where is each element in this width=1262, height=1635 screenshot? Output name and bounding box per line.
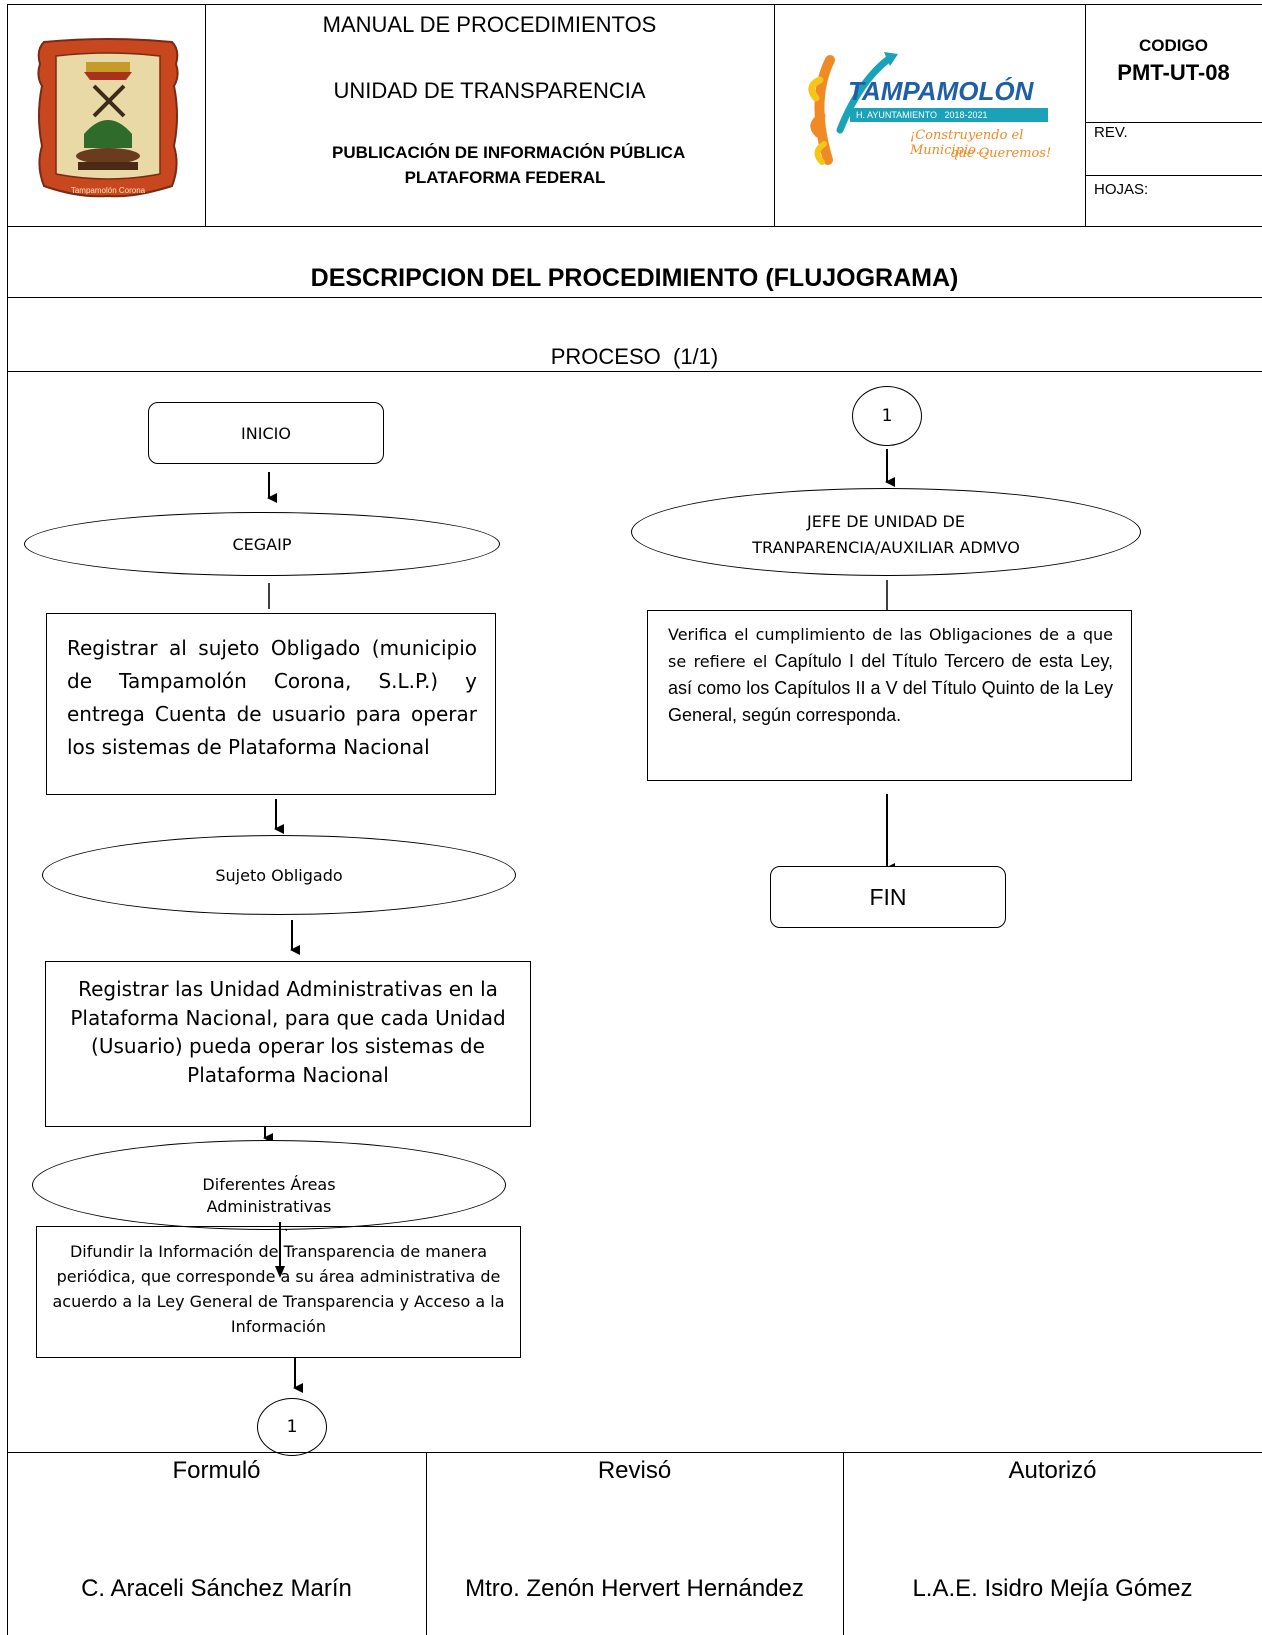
start-terminator: INICIO (148, 402, 384, 464)
header-divider-3 (1085, 4, 1086, 226)
code-value: PMT-UT-08 (1117, 60, 1230, 85)
header-bottom-border (7, 226, 1262, 227)
autorizo-name: L.A.E. Isidro Mejía Gómez (912, 1575, 1193, 1602)
seal-caption: Tampamolón Corona (70, 186, 146, 195)
connector-out: 1 (257, 1398, 327, 1456)
unit-title: UNIDAD DE TRANSPARENCIA (333, 78, 646, 103)
header-divider-1 (205, 4, 206, 226)
footer-divider-1 (426, 1452, 427, 1635)
footer-top-border (7, 1452, 1262, 1453)
actor-jefe-line1: JEFE DE UNIDAD DE (807, 512, 965, 531)
section-title: DESCRIPCION DEL PROCEDIMIENTO (FLUJOGRAM… (310, 264, 959, 292)
procedure-title: PUBLICACIÓN DE INFORMACIÓN PÚBLICA (332, 143, 686, 162)
step4-text-part1: Verifica el cumplimiento de las Obligaci… (668, 625, 1113, 671)
procedure-subtitle: PLATAFORMA FEDERAL (404, 168, 606, 187)
logo-slogan-2: que Queremos! (950, 146, 1052, 161)
actor-sujeto-obligado: Sujeto Obligado (42, 835, 516, 915)
step-register-obligated-subject: Registrar al sujeto Obligado (municipio … (46, 613, 496, 795)
overlap-arrow (275, 1222, 285, 1278)
actor-cegaip: CEGAIP (24, 512, 500, 576)
code-rev-divider (1085, 122, 1262, 123)
header-divider-2 (774, 4, 775, 226)
reviso-name: Mtro. Zenón Hervert Hernández (465, 1575, 804, 1602)
end-terminator: FIN (770, 866, 1006, 928)
municipal-seal: Tampamolón Corona (34, 36, 182, 208)
actor-jefe-unidad: JEFE DE UNIDAD DE TRANPARENCIA/AUXILIAR … (631, 488, 1141, 576)
reviso-label: Revisó (597, 1457, 672, 1484)
connector-in: 1 (852, 386, 922, 446)
process-label-bottom-border (7, 371, 1262, 372)
step-register-administrative-units: Registrar las Unidad Administrativas en … (45, 961, 531, 1127)
process-label: PROCESO (1/1) (550, 344, 719, 369)
rev-label: REV. (1094, 124, 1128, 141)
step4-text-part2: Capítulo I del Título Tercero de esta Le… (668, 651, 1113, 725)
manual-title: MANUAL DE PROCEDIMIENTOS (322, 12, 657, 37)
section-title-bottom-border (7, 297, 1262, 298)
step-publish-transparency-info: Difundir la Información de Transparencia… (36, 1226, 521, 1358)
logo-slogan-1: ¡Construyendo el Municipio... (910, 128, 1024, 158)
code-label: CODIGO (1139, 36, 1208, 55)
logo-name: TAMPAMOLÓN (848, 76, 1034, 106)
actor-jefe-line2: TRANPARENCIA/AUXILIAR ADMVO (752, 538, 1020, 557)
actor-areas-line2: Administrativas (206, 1197, 332, 1216)
page-left-border (7, 4, 8, 1635)
footer-divider-2 (843, 1452, 844, 1635)
autorizo-label: Autorizó (1008, 1457, 1097, 1484)
logo-subtitle: H. AYUNTAMIENTO 2018-2021 (850, 108, 1048, 122)
tampamolon-logo: TAMPAMOLÓN H. AYUNTAMIENTO 2018-2021 ¡Co… (800, 40, 1070, 190)
sheets-label: HOJAS: (1094, 181, 1149, 198)
formulo-label: Formuló (172, 1457, 261, 1484)
coat-of-arms-icon (37, 38, 179, 198)
header-top-border (7, 4, 1262, 5)
actor-diferentes-areas: Diferentes Áreas Administrativas (32, 1140, 506, 1230)
logo-swirl-icon (808, 52, 898, 165)
actor-areas-line1: Diferentes Áreas (202, 1175, 336, 1194)
rev-sheets-divider (1085, 175, 1262, 176)
formulo-name: C. Araceli Sánchez Marín (81, 1575, 352, 1602)
step-verify-obligations: Verifica el cumplimiento de las Obligaci… (647, 610, 1132, 781)
